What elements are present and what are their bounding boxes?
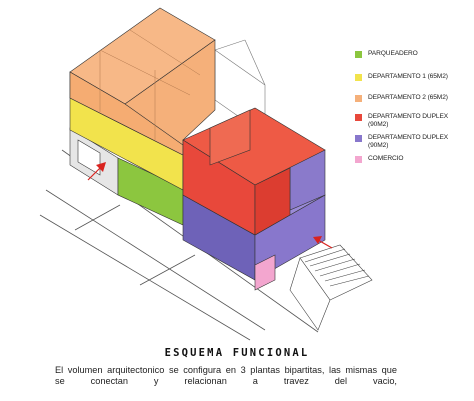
legend-swatch-duplex-purple — [355, 135, 362, 142]
legend-label: DEPARTAMENTO 2 (65M2) — [368, 94, 448, 101]
legend-item: COMERCIO — [355, 155, 404, 163]
legend-item: DEPARTAMENTO 1 (65M2) — [355, 73, 448, 81]
staircase — [289, 244, 373, 331]
legend-label: DEPARTAMENTO 1 (65M2) — [368, 73, 448, 80]
legend-swatch-departamento-1 — [355, 74, 362, 81]
legend-label: COMERCIO — [368, 155, 404, 162]
diagram-title: ESQUEMA FUNCIONAL — [164, 347, 310, 359]
legend-swatch-departamento-2 — [355, 95, 362, 102]
legend-label: PARQUEADERO — [368, 50, 418, 57]
legend-swatch-parqueadero — [355, 51, 362, 58]
duplex-red-volume — [182, 107, 326, 236]
departamento-2-wire — [99, 29, 201, 140]
description-line: El volumen arquitectonico se configura e… — [55, 365, 397, 375]
legend-swatch-comercio — [355, 156, 362, 163]
comercio-volume — [254, 254, 276, 291]
description-line: se conectan y relacionan a travez del va… — [55, 376, 397, 386]
legend-label: DEPARTAMENTO DUPLEX (90M2) — [368, 134, 449, 149]
legend-item: DEPARTAMENTO DUPLEX (90M2) — [355, 134, 448, 150]
legend-item: PARQUEADERO — [355, 50, 418, 58]
legend-item: DEPARTAMENTO DUPLEX (90M2) — [355, 113, 448, 129]
legend-label: DEPARTAMENTO DUPLEX (90M2) — [368, 113, 449, 128]
description: El volumen arquitectonico se configura e… — [55, 365, 397, 387]
legend-swatch-duplex-red — [355, 114, 362, 121]
legend-item: DEPARTAMENTO 2 (65M2) — [355, 94, 448, 102]
entry-arrows — [87, 162, 333, 249]
